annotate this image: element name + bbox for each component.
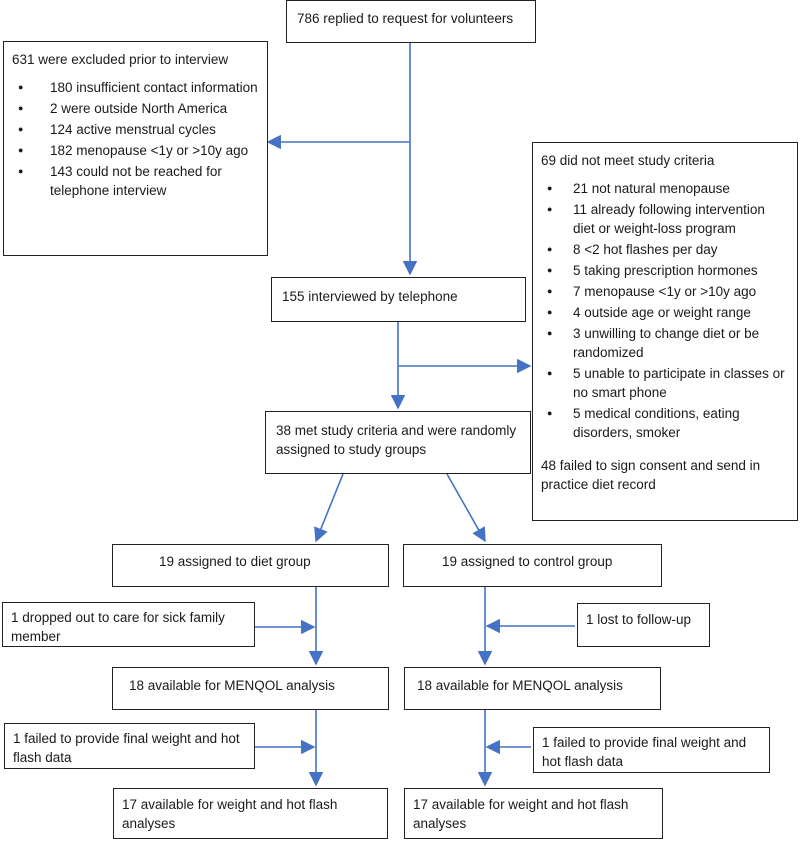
criteria-title: 69 did not meet study criteria [541, 153, 715, 168]
list-item: 8 <2 hot flashes per day [547, 240, 789, 259]
diet-failed-label: 1 failed to provide final weight and hot… [13, 731, 240, 765]
criteria-list: 21 not natural menopause 11 already foll… [541, 179, 789, 442]
volunteers-label: 786 replied to request for volunteers [297, 11, 514, 26]
diet-assigned-box: 19 assigned to diet group [112, 544, 389, 587]
control-lost-box: 1 lost to follow-up [577, 603, 710, 647]
arrow-to-control [446, 473, 486, 543]
criteria-box: 69 did not meet study criteria 21 not na… [532, 142, 798, 521]
control-menqol-label: 18 available for MENQOL analysis [417, 678, 623, 693]
interviewed-box: 155 interviewed by telephone [271, 277, 526, 322]
excluded-title: 631 were excluded prior to interview [12, 52, 229, 67]
list-item: 2 were outside North America [18, 99, 259, 118]
excluded-list: 180 insufficient contact information 2 w… [12, 78, 259, 200]
list-item: 4 outside age or weight range [547, 303, 789, 322]
control-assigned-box: 19 assigned to control group [403, 544, 662, 587]
diet-menqol-box: 18 available for MENQOL analysis [112, 667, 389, 710]
list-item: 7 menopause <1y or >10y ago [547, 282, 789, 301]
diet-dropout-label: 1 dropped out to care for sick family me… [11, 610, 225, 644]
list-item: 3 unwilling to change diet or be randomi… [547, 324, 789, 362]
control-lost-label: 1 lost to follow-up [586, 612, 692, 627]
list-item: 124 active menstrual cycles [18, 120, 259, 139]
arrow-to-diet [314, 473, 344, 543]
control-assigned-label: 19 assigned to control group [442, 554, 613, 569]
list-item: 5 unable to participate in classes or no… [547, 364, 789, 402]
list-item: 21 not natural menopause [547, 179, 789, 198]
randomized-label: 38 met study criteria and were randomly … [276, 423, 517, 457]
diet-failed-box: 1 failed to provide final weight and hot… [4, 723, 255, 769]
list-item: 180 insufficient contact information [18, 78, 259, 97]
criteria-footer: 48 failed to sign consent and send in pr… [541, 458, 761, 492]
list-item: 5 taking prescription hormones [547, 261, 789, 280]
interviewed-label: 155 interviewed by telephone [282, 289, 458, 304]
diet-dropout-box: 1 dropped out to care for sick family me… [2, 602, 255, 647]
list-item: 5 medical conditions, eating disorders, … [547, 404, 789, 442]
list-item: 11 already following intervention diet o… [547, 200, 789, 238]
list-item: 143 could not be reached for telephone i… [18, 162, 259, 200]
control-failed-label: 1 failed to provide final weight and hot… [542, 735, 747, 769]
diet-assigned-label: 19 assigned to diet group [159, 554, 311, 569]
control-final-box: 17 available for weight and hot flash an… [404, 788, 663, 839]
randomized-box: 38 met study criteria and were randomly … [265, 411, 531, 474]
diet-menqol-label: 18 available for MENQOL analysis [129, 678, 335, 693]
volunteers-box: 786 replied to request for volunteers [286, 0, 536, 43]
control-menqol-box: 18 available for MENQOL analysis [404, 667, 661, 710]
excluded-box: 631 were excluded prior to interview 180… [3, 41, 268, 256]
diet-final-box: 17 available for weight and hot flash an… [113, 788, 388, 839]
diet-final-label: 17 available for weight and hot flash an… [122, 797, 338, 831]
list-item: 182 menopause <1y or >10y ago [18, 141, 259, 160]
control-final-label: 17 available for weight and hot flash an… [413, 797, 629, 831]
control-failed-box: 1 failed to provide final weight and hot… [533, 727, 770, 773]
